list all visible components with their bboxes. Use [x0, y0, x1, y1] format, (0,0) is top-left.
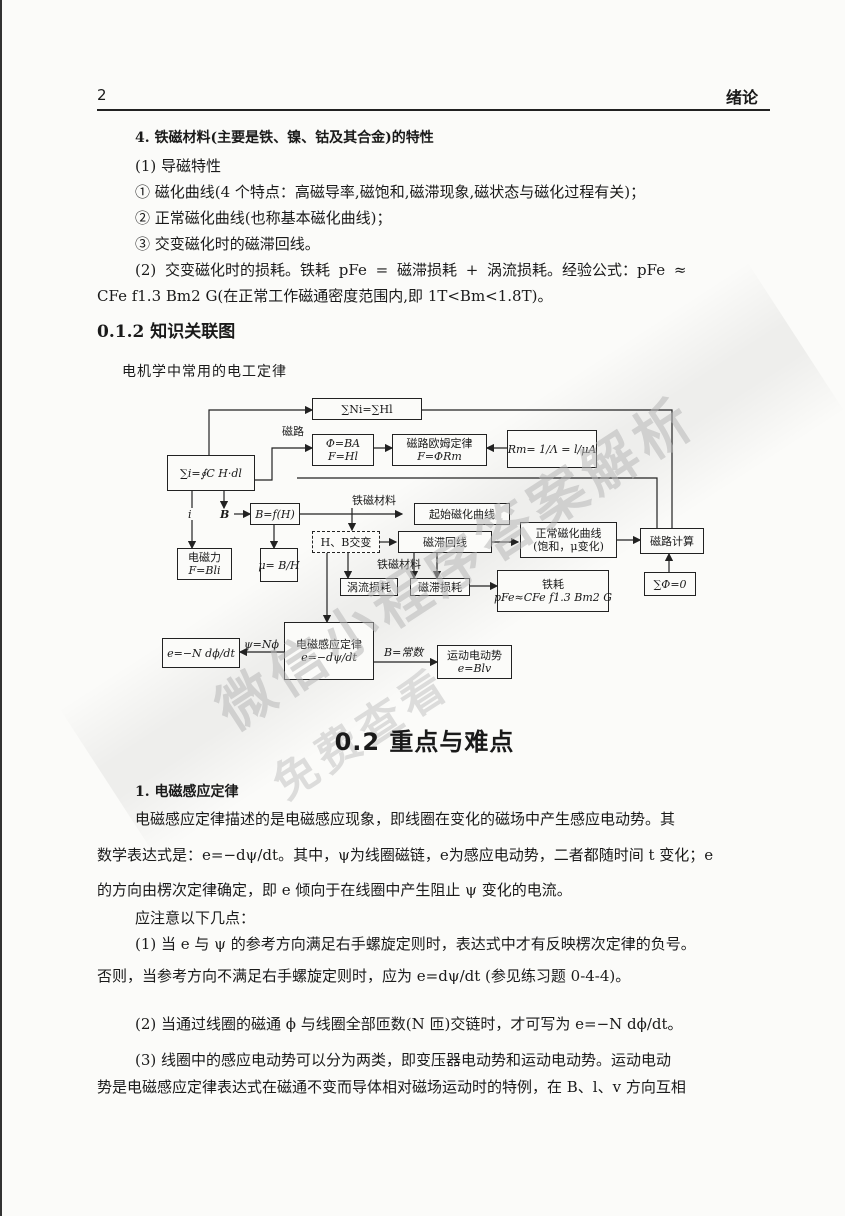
section1-line-2: 数学表达式是：e=−dψ/dt。其中，ψ为线圈磁链，e为感应电动势，二者都随时间…: [97, 846, 714, 864]
rm-box: Rm= 1/Λ = l/μA: [507, 430, 597, 468]
iron-loss-eq: pFe≈CFe f1.3 Bm2 G: [493, 591, 613, 604]
qishi-box: 起始磁化曲线: [414, 503, 510, 525]
hb-alternating-box: H、B交变: [312, 531, 380, 553]
phi-ba-box: Φ=BA F=Hl: [312, 434, 374, 466]
normal-curve-label: 正常磁化曲线: [535, 527, 602, 540]
circuit-calc-box: 磁路计算: [640, 528, 704, 554]
force-label: 电磁力: [188, 551, 221, 564]
running-title: 绪论: [726, 88, 759, 107]
eddy-loss-box: 涡流损耗: [340, 578, 398, 596]
force-eq: F=Bli: [188, 564, 221, 577]
bfh-box: B=f(H): [250, 503, 300, 525]
section4-line-4: ③ 交变磁化时的磁滞回线。: [135, 235, 320, 253]
motional-label: 运动电动势: [447, 649, 502, 662]
section-012-heading: 0.1.2 知识关联图: [97, 322, 236, 342]
section1-line-5: (1) 当 e 与 ψ 的参考方向满足右手螺旋定则时，表达式中才有反映楞次定律的…: [135, 935, 696, 953]
normal-curve-note: (饱和，μ变化): [533, 540, 604, 553]
section1-line-1: 电磁感应定律描述的是电磁感应现象，即线圈在变化的磁场中产生感应电动势。其: [135, 810, 676, 828]
section1-line-8: (3) 线圈中的感应电动势可以分为两类，即变压器电动势和运动电动势。运动电动: [135, 1051, 672, 1069]
diagram-title: 电机学中常用的电工定律: [122, 364, 287, 380]
page-number: 2: [97, 86, 107, 104]
section1-heading: 1. 电磁感应定律: [135, 784, 239, 800]
chapter-heading: 0.2 重点与难点: [334, 728, 515, 756]
hysteresis-loop-box: 磁滞回线: [398, 531, 492, 553]
ohm-law-label: 磁路欧姆定律: [406, 437, 473, 450]
ohm-law-eq: F=ΦRm: [417, 450, 462, 463]
ferro-label-2: 铁磁材料: [377, 558, 421, 571]
phi-ba: Φ=BA: [325, 437, 361, 450]
sum-phi-box: ∑Φ=0: [644, 572, 696, 596]
section1-line-6: 否则，当参考方向不满足右手螺旋定则时，应为 e=dψ/dt (参见练习题 0-4…: [97, 967, 631, 985]
psi-label: ψ=Nϕ: [244, 638, 279, 651]
section4-heading: 4. 铁磁材料(主要是铁、镍、钴及其合金)的特性: [135, 130, 434, 146]
sum-ni-box: ∑Ni=∑Hl: [312, 398, 422, 420]
b-label: B: [220, 508, 230, 521]
section4-line-2: ① 磁化曲线(4 个特点：高磁导率,磁饱和,磁滞现象,磁状态与磁化过程有关)；: [135, 183, 646, 201]
section1-line-9: 势是电磁感应定律表达式在磁通不变而导体相对磁场运动时的特例，在 B、l、v 方向…: [97, 1078, 686, 1096]
f-hl: F=Hl: [328, 450, 358, 463]
iron-loss-box: 铁耗 pFe≈CFe f1.3 Bm2 G: [493, 570, 613, 612]
induction-eq: e=−dψ/dt: [301, 651, 357, 664]
mu-box: μ= B/H: [258, 548, 300, 582]
section4-line-6: CFe f1.3 Bm2 G(在正常工作磁通密度范围内,即 1T<Bm<1.8T…: [97, 287, 553, 305]
induction-box: 电磁感应定律 e=−dψ/dt: [284, 622, 374, 680]
section4-line-3: ② 正常磁化曲线(也称基本磁化曲线)；: [135, 209, 392, 227]
section4-line-5: (2) 交变磁化时的损耗。铁耗 pFe = 磁滞损耗 + 涡流损耗。经验公式：p…: [135, 261, 687, 279]
section1-line-4: 应注意以下几点：: [135, 909, 256, 927]
cilu-label: 磁路: [282, 425, 304, 438]
section1-line-7: (2) 当通过线圈的磁通 ϕ 与线圈全部匝数(N 匝)交链时，才可写为 e=−N…: [135, 1015, 683, 1033]
iron-loss-label: 铁耗: [542, 578, 564, 591]
ohm-law-box: 磁路欧姆定律 F=ΦRm: [392, 434, 487, 466]
knowledge-diagram: ∑Ni=∑Hl 磁路 Φ=BA F=Hl 磁路欧姆定律 F=ΦRm Rm= 1/…: [152, 390, 712, 690]
b-constant-label: B=常数: [384, 646, 424, 659]
section4-line-1: (1) 导磁特性: [135, 157, 222, 175]
header-rule: [97, 109, 770, 111]
induction-label: 电磁感应定律: [296, 638, 362, 651]
motional-emf-box: 运动电动势 e=Blv: [437, 645, 512, 679]
motional-eq: e=Blv: [457, 662, 492, 675]
hysteresis-loss-box: 磁滞损耗: [410, 578, 470, 596]
i-label: i: [188, 508, 192, 521]
diagram-connectors: [187, 405, 677, 667]
ampere-box: ∑i=∮C H·dl: [167, 455, 255, 491]
ferro-label-1: 铁磁材料: [352, 494, 396, 507]
section1-line-3: 的方向由楞次定律确定，即 e 倾向于在线圈中产生阻止 ψ 变化的电流。: [97, 881, 572, 899]
emf-box: e=−N dϕ/dt: [162, 638, 240, 668]
normal-curve-box: 正常磁化曲线 (饱和，μ变化): [520, 522, 617, 558]
force-box: 电磁力 F=Bli: [177, 548, 232, 580]
